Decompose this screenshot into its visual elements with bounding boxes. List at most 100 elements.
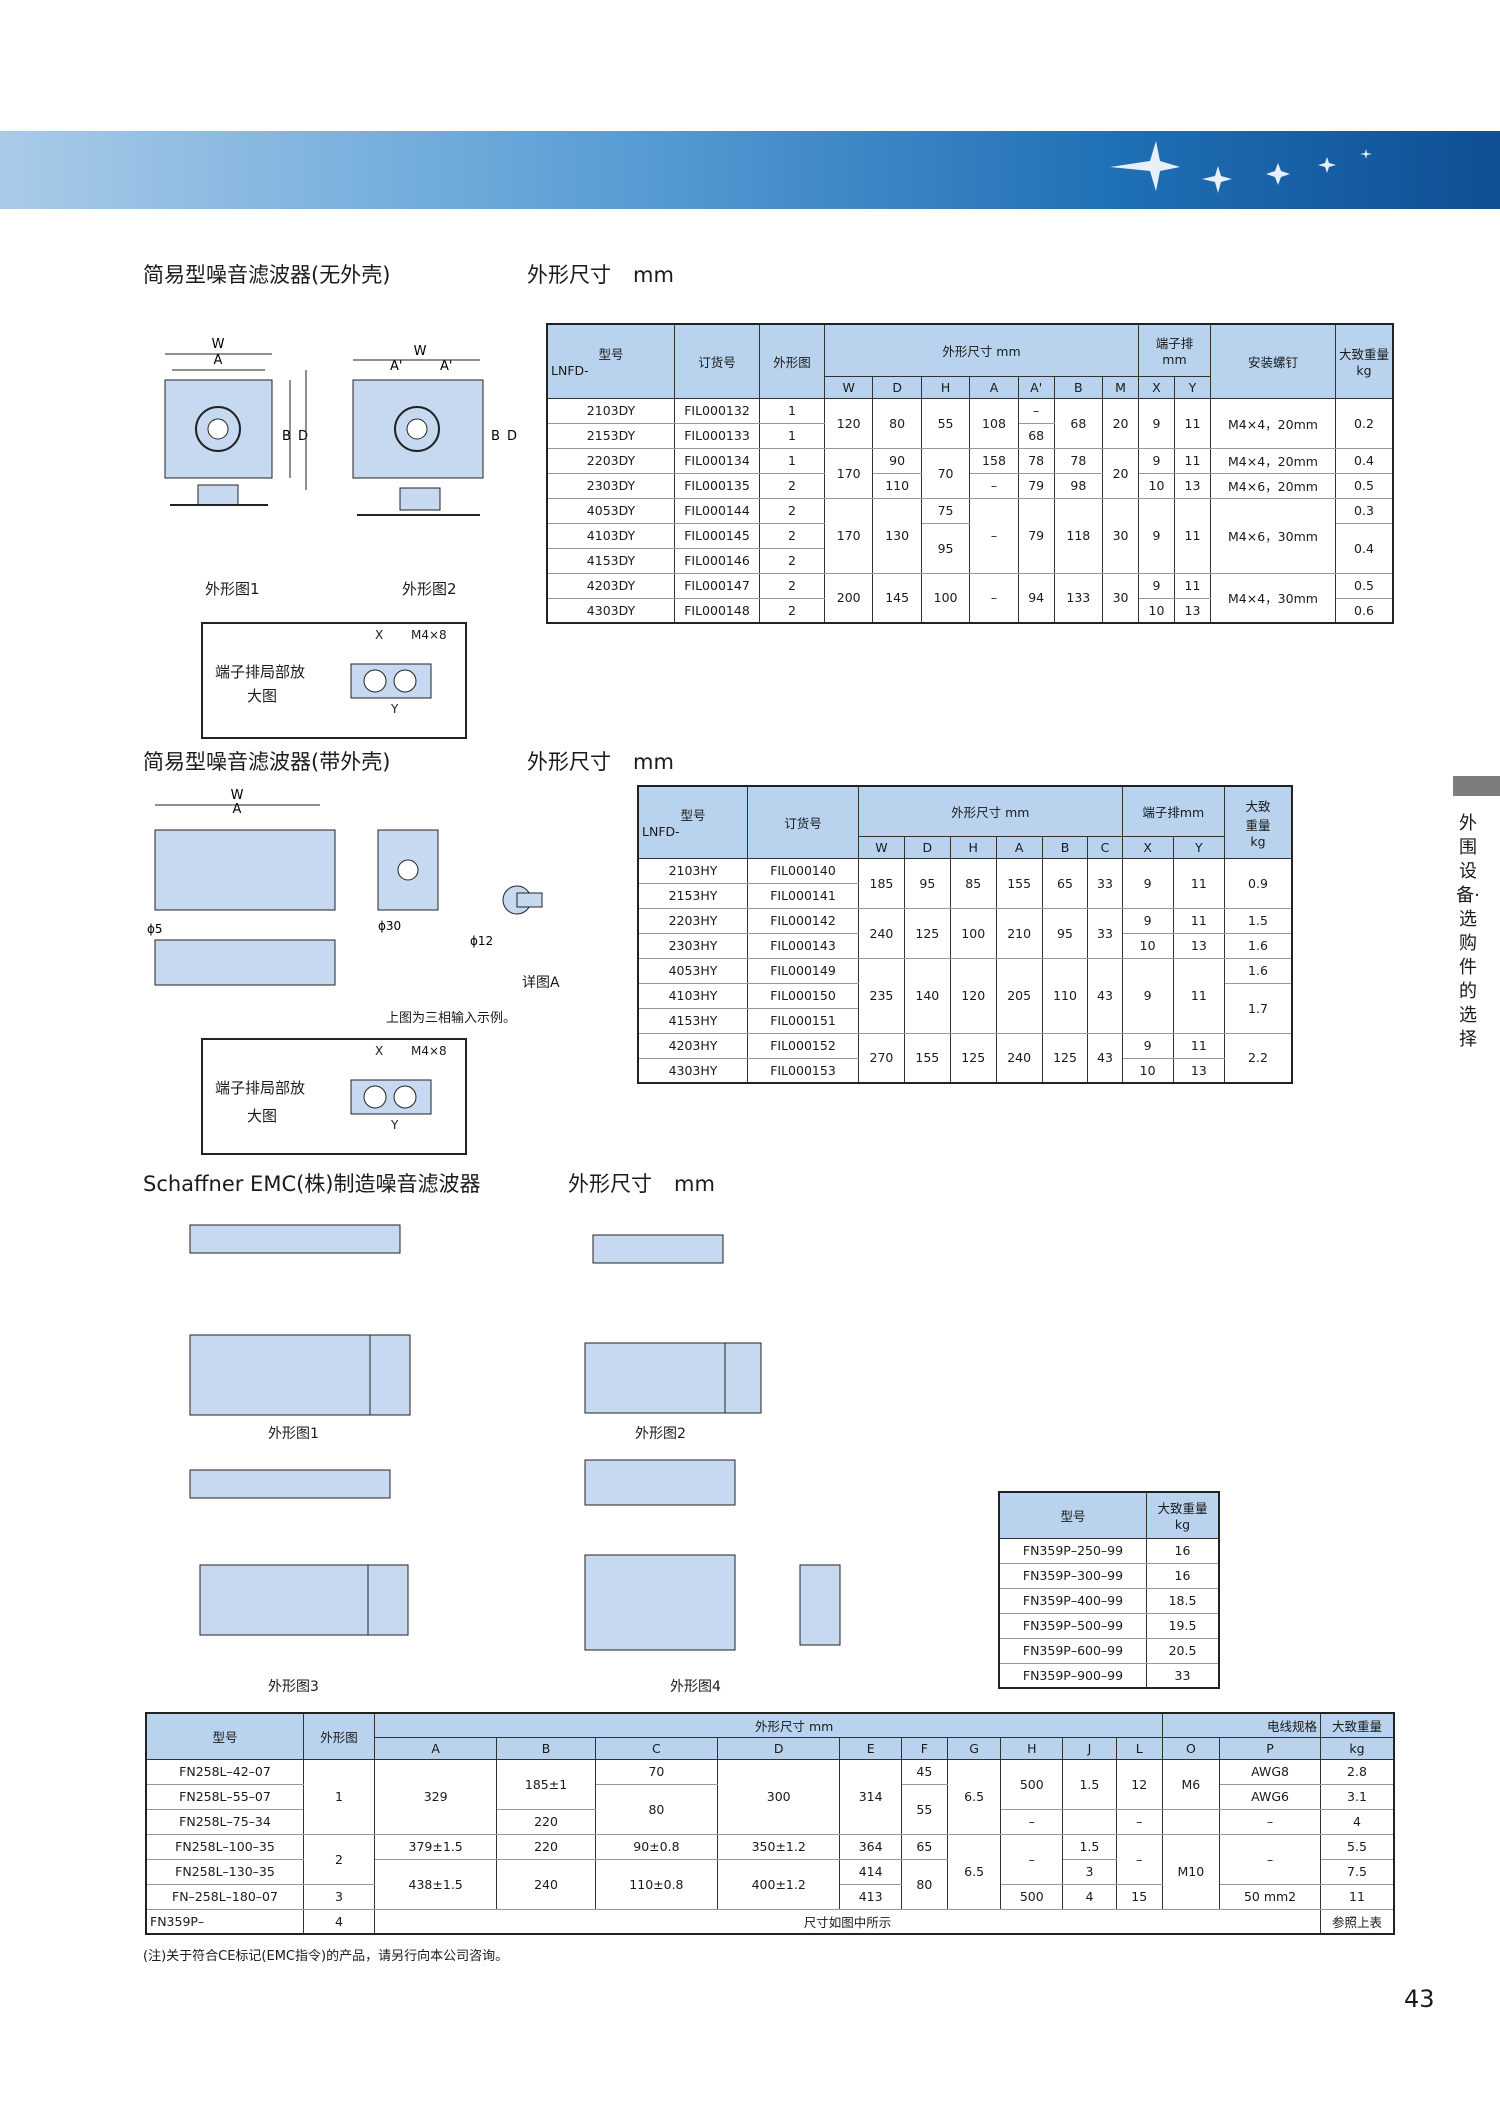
- table-cell: 1: [759, 397, 825, 424]
- table-cell: 12: [1115, 1758, 1163, 1810]
- table-cell: –: [1000, 1808, 1064, 1835]
- footnote: (注)关于符合CE标记(EMC指令)的产品，请另行向本公司咨询。: [143, 1949, 509, 1964]
- th-order: 订货号: [674, 323, 760, 399]
- table-cell: 68: [1053, 397, 1104, 449]
- table-cell: 19.5: [1146, 1612, 1220, 1639]
- table-cell: 94: [1017, 572, 1055, 624]
- svg-text:A: A: [233, 802, 242, 817]
- table-cell: 1.7: [1224, 982, 1293, 1034]
- th-col: C: [594, 1736, 719, 1760]
- table-cell: 4303HY: [637, 1057, 748, 1084]
- header-banner: [0, 131, 1500, 209]
- table-cell: 11: [1173, 447, 1211, 474]
- table-cell: 55: [920, 397, 971, 449]
- table-cell: 2: [759, 472, 825, 499]
- th-col: A': [1017, 375, 1055, 399]
- th-col: Y: [1173, 375, 1211, 399]
- table-cell: 185: [858, 857, 905, 909]
- table-cell: –: [969, 497, 1019, 574]
- table-cell: –: [1115, 1833, 1163, 1885]
- table-schaffner: 型号 外形图 外形尺寸 mm 电线规格 大致重量 A B C D E F G H…: [145, 1712, 1395, 1935]
- table-cell: 1: [759, 422, 825, 449]
- table-cell: 220: [496, 1808, 596, 1835]
- table-cell: 9: [1137, 497, 1175, 574]
- table-cell: 125: [903, 907, 951, 959]
- table-cell: FN258L–42–07: [145, 1758, 304, 1785]
- table-cell: [1062, 1808, 1117, 1835]
- table-cell: FN258L–75–34: [145, 1808, 304, 1835]
- th-col: F: [900, 1736, 948, 1760]
- table-cell: FIL000140: [747, 857, 859, 884]
- svg-text:ϕ5: ϕ5: [147, 922, 163, 936]
- th-fig: 外形图: [759, 323, 825, 399]
- table-cell: 379±1.5: [373, 1833, 498, 1860]
- detail-a-caption: 详图A: [522, 975, 560, 991]
- table-cell: 100: [920, 572, 971, 624]
- table-cell: 13: [1173, 472, 1211, 499]
- table-cell: 75: [920, 497, 971, 524]
- table-cell: 145: [872, 572, 922, 624]
- table-cell: 2203DY: [546, 447, 675, 474]
- svg-text:B: B: [282, 429, 291, 444]
- th-col: W: [823, 375, 874, 399]
- table-cell: FN–258L–180–07: [145, 1883, 304, 1910]
- table-cell: 13: [1172, 932, 1226, 959]
- table-cell: FIL000152: [747, 1032, 859, 1059]
- star-decoration-icon: [1110, 141, 1372, 193]
- table-cell: M4×4，30mm: [1209, 572, 1336, 624]
- terminal-detail-label-2: 大图: [247, 1107, 278, 1125]
- table-cell: 18.5: [1146, 1587, 1220, 1614]
- table-cell: 9: [1121, 957, 1174, 1034]
- table-cell: FN258L–55–07: [145, 1783, 304, 1810]
- table-cell: FIL000153: [747, 1057, 859, 1084]
- th-col: D: [903, 835, 951, 859]
- table-row: FN258L–100–35 2 379±1.5 220 90±0.8 350±1…: [145, 1833, 1395, 1910]
- table-cell: 13: [1172, 1057, 1226, 1084]
- table-row: FN–258L–180–07 3 413 500 4 15 50 mm2 11: [145, 1883, 1395, 1910]
- fig2-caption-s3: 外形图2: [635, 1426, 686, 1442]
- terminal-detail-box-2: 端子排局部放 大图 X M4×8 Y: [201, 1038, 467, 1155]
- table-cell: 240: [858, 907, 905, 959]
- table-cell: 2153HY: [637, 882, 748, 909]
- table-cell: 4103HY: [637, 982, 748, 1009]
- table-cell: 11: [1173, 572, 1211, 599]
- table-cell: 120: [949, 957, 997, 1034]
- th-col: O: [1161, 1736, 1221, 1760]
- table-cell: 78: [1017, 447, 1055, 474]
- table-cell: AWG8: [1219, 1758, 1321, 1785]
- table-cell: 329: [373, 1758, 498, 1835]
- table-cell: 90: [872, 447, 922, 474]
- table-cell: FIL000135: [674, 472, 760, 499]
- table-cell: 33: [1087, 907, 1123, 959]
- table-cell: FIL000142: [747, 907, 859, 934]
- th-weight: 大致重量: [1320, 1712, 1395, 1738]
- table-cell: 33: [1146, 1662, 1220, 1689]
- table-cell: 155: [995, 857, 1043, 909]
- table-cell: 413: [839, 1883, 902, 1910]
- table-cell: –: [969, 572, 1019, 624]
- table-cell: 350±1.2: [717, 1833, 841, 1860]
- table-cell: 0.5: [1334, 472, 1394, 499]
- th-col: B: [496, 1736, 596, 1760]
- svg-text:W: W: [212, 337, 225, 352]
- side-tab: [1453, 776, 1500, 796]
- table-cell: FIL000149: [747, 957, 859, 984]
- svg-text:W: W: [414, 344, 427, 359]
- table-cell: 13: [1173, 597, 1211, 624]
- table-cell: FN359P–600–99: [998, 1637, 1147, 1664]
- table-cell: 10: [1137, 472, 1175, 499]
- table-cell: M4×4，20mm: [1209, 397, 1336, 449]
- table-cell: 1: [759, 447, 825, 474]
- th-wire: 电线规格: [1161, 1712, 1322, 1738]
- table-cell: 2: [759, 597, 825, 624]
- table-cell: 0.4: [1334, 447, 1394, 474]
- table-cell: 108: [969, 397, 1019, 449]
